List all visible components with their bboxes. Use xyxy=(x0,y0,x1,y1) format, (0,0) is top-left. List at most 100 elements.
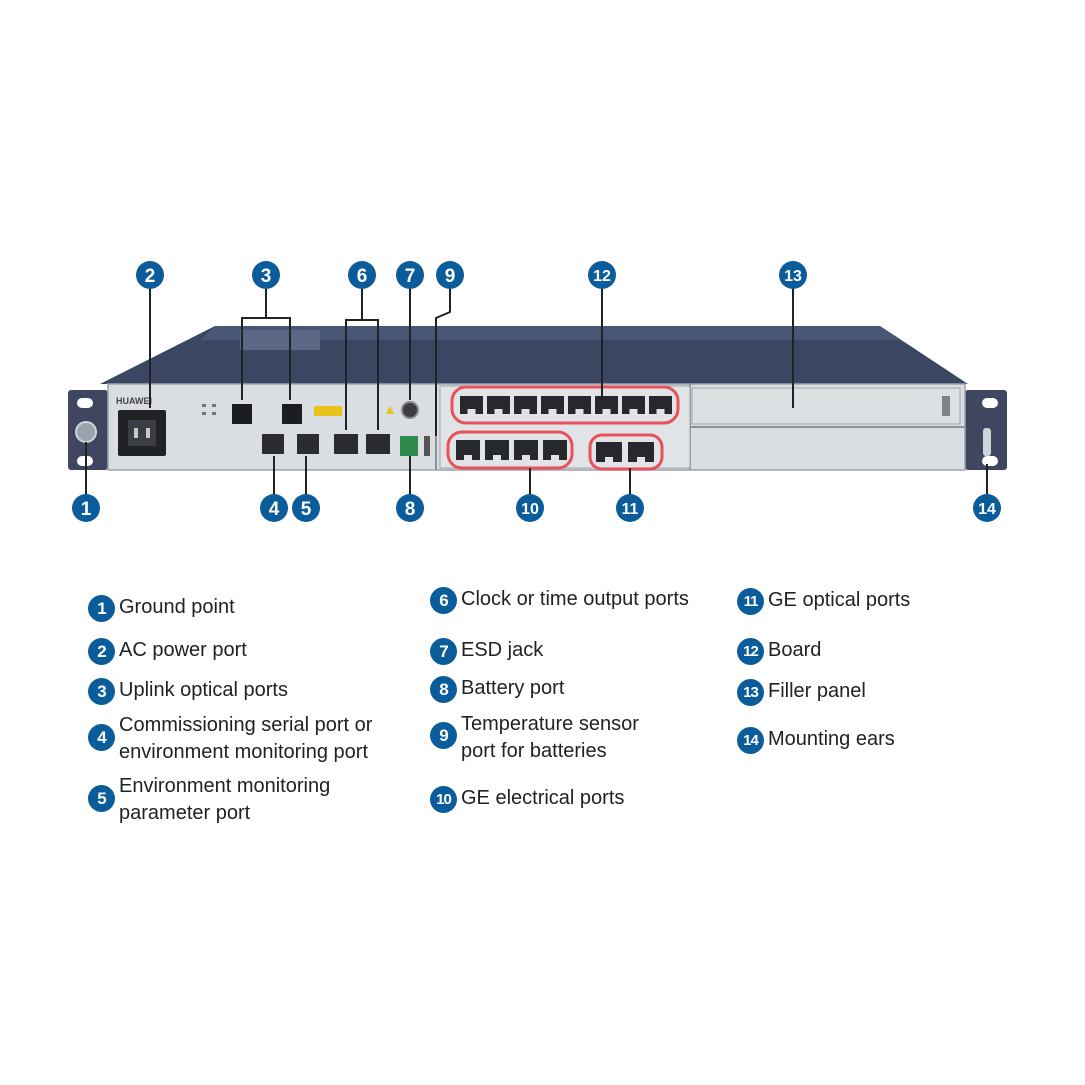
board-rj45-port-tab xyxy=(629,409,638,414)
leader-lines xyxy=(85,288,988,494)
ac-pin xyxy=(134,428,138,438)
svg-text:8: 8 xyxy=(405,499,416,520)
board-rj45-port-tab xyxy=(575,409,584,414)
legend-label: Commissioning serial port or environment… xyxy=(119,712,372,766)
legend-item: 10 GE electrical ports xyxy=(430,785,624,813)
legend-item: 13 Filler panel xyxy=(737,678,866,706)
ge-optical-port-tab xyxy=(637,457,645,462)
ge-electrical-port-tab xyxy=(522,455,530,460)
ac-power-socket xyxy=(128,420,156,446)
callout-badge: 6 xyxy=(348,261,376,289)
legend-label: ESD jack xyxy=(461,639,544,661)
legend-label: Clock or time output ports xyxy=(461,588,689,610)
ge-electrical-port xyxy=(456,440,480,460)
highlight-ring-ge-electrical xyxy=(446,430,574,470)
ge-electrical-port-group xyxy=(456,440,567,460)
legend-item: 8 Battery port xyxy=(430,675,564,703)
svg-text:5: 5 xyxy=(301,499,312,520)
legend-number-badge: 8 xyxy=(430,676,457,703)
callout-badge: 14 xyxy=(973,494,1001,522)
legend-label: Battery port xyxy=(461,677,565,699)
ge-optical-port-tab xyxy=(605,457,613,462)
legend-label-line: parameter port xyxy=(119,802,251,824)
status-led xyxy=(212,412,216,415)
ge-electrical-port-tab xyxy=(551,455,559,460)
legend-label: Environment monitoring parameter port xyxy=(119,773,330,827)
legend-label: Uplink optical ports xyxy=(119,679,288,701)
legend-number-badge: 14 xyxy=(737,727,764,754)
board-rj45-port-tab xyxy=(494,409,503,414)
board-rj45-port xyxy=(649,396,672,414)
legend-label-line: Environment monitoring xyxy=(119,775,331,797)
legend-number-badge: 2 xyxy=(88,638,115,665)
svg-text:12: 12 xyxy=(593,268,611,285)
ear-hole xyxy=(982,398,998,408)
legend-number-badge: 4 xyxy=(88,724,115,751)
legend-item: 2 AC power port xyxy=(88,637,247,665)
uplink-optical-port xyxy=(282,404,302,424)
svg-text:13: 13 xyxy=(784,268,802,285)
legend-label: GE electrical ports xyxy=(461,787,625,809)
clock-output-port xyxy=(334,434,358,454)
ge-electrical-port xyxy=(485,440,509,460)
ear-hole xyxy=(77,398,93,408)
legend-item: 1 Ground point xyxy=(88,594,235,622)
ge-electrical-port-tab xyxy=(493,455,501,460)
board-rj45-port-tab xyxy=(656,409,665,414)
filler-panel-frame xyxy=(691,387,961,425)
callout-badge: 5 xyxy=(292,494,320,522)
clock-output-port xyxy=(366,434,390,454)
legend-item: 12 Board xyxy=(737,637,821,665)
callout-badge: 10 xyxy=(516,494,544,522)
status-led xyxy=(202,404,206,407)
ge-electrical-port-tab xyxy=(464,455,472,460)
legend-item: 4 Commissioning serial port or environme… xyxy=(88,712,372,766)
legend-label-line: environment monitoring port xyxy=(119,741,369,763)
warning-sticker xyxy=(314,406,342,416)
legend-label-line: Temperature sensor xyxy=(461,713,639,735)
uplink-optical-port xyxy=(232,404,252,424)
board-rj45-port xyxy=(514,396,537,414)
ge-electrical-port xyxy=(543,440,567,460)
svg-text:9: 9 xyxy=(445,266,456,287)
board-rj45-port-tab xyxy=(548,409,557,414)
callout-badge: 11 xyxy=(616,494,644,522)
board-rj45-port xyxy=(460,396,483,414)
temperature-sensor-port xyxy=(424,436,430,456)
leader-line xyxy=(435,288,451,436)
filler-screw xyxy=(942,396,950,416)
highlight-ring-board xyxy=(450,385,680,425)
legend-number-badge: 6 xyxy=(430,587,457,614)
legend-label: Mounting ears xyxy=(768,728,895,750)
env-monitoring-port xyxy=(297,434,319,454)
board-rj45-port xyxy=(622,396,645,414)
svg-text:14: 14 xyxy=(978,501,996,518)
svg-text:7: 7 xyxy=(405,266,416,287)
legend-number-badge: 12 xyxy=(737,638,764,665)
svg-text:2: 2 xyxy=(145,266,156,287)
legend-label: GE optical ports xyxy=(768,589,911,611)
svg-text:11: 11 xyxy=(622,501,639,518)
ge-electrical-port xyxy=(514,440,538,460)
board-rj45-port xyxy=(595,396,618,414)
legend-label: Filler panel xyxy=(768,680,866,702)
legend-label: Ground point xyxy=(119,596,235,618)
board-rj45-port xyxy=(568,396,591,414)
legend-number-badge: 13 xyxy=(737,679,764,706)
ge-optical-port xyxy=(628,442,654,462)
esd-jack xyxy=(401,401,419,419)
callout-badge: 1 xyxy=(72,494,100,522)
svg-text:4: 4 xyxy=(269,499,280,520)
warning-triangle-icon xyxy=(386,406,394,414)
highlight-ring-ge-optical xyxy=(588,433,664,471)
callout-badge: 13 xyxy=(779,261,807,289)
legend-number-badge: 1 xyxy=(88,595,115,622)
callout-badge: 4 xyxy=(260,494,288,522)
battery-port xyxy=(400,436,418,456)
ge-optical-port xyxy=(596,442,622,462)
board-rj45-port xyxy=(541,396,564,414)
svg-text:6: 6 xyxy=(357,266,368,287)
board-rj45-port-tab xyxy=(521,409,530,414)
device-illustration: HUAWEI xyxy=(68,261,1007,522)
